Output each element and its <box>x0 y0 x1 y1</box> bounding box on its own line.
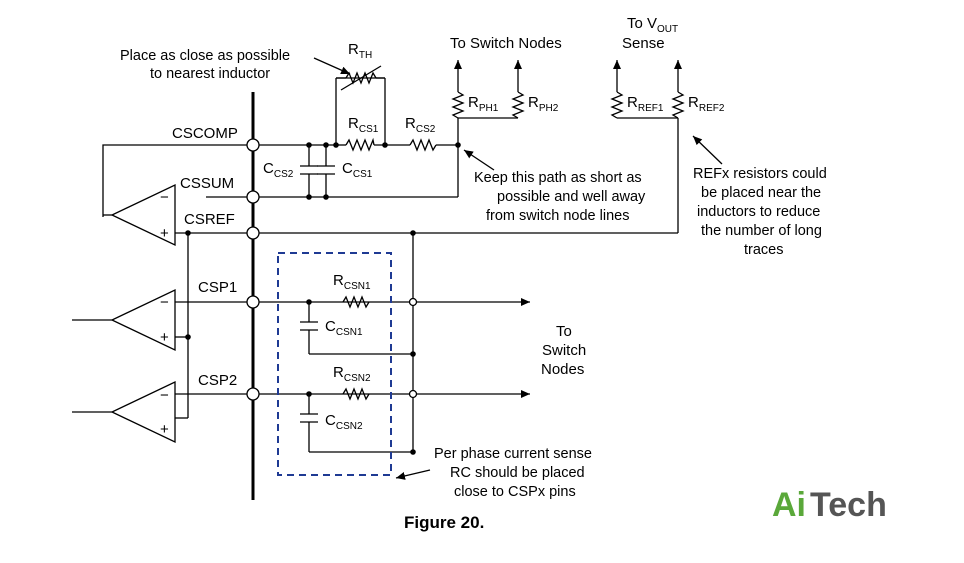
csp2-amplifier: − + <box>72 380 188 444</box>
svg-text:possible and well away: possible and well away <box>497 189 646 205</box>
rph-branches <box>451 60 525 145</box>
label-vout-line2: Sense <box>622 35 665 52</box>
pin-label-cssum: CSSUM <box>180 175 234 192</box>
label-ccs1: CCS1 <box>342 160 373 180</box>
rcsn1-resistor <box>342 295 370 309</box>
ccs2-capacitor <box>300 145 318 197</box>
note-place-close: Place as close as possible to nearest in… <box>120 48 351 82</box>
label-ccsn1: CCSN1 <box>325 318 363 338</box>
note-refx: REFx resistors could be placed near the … <box>692 135 827 258</box>
rcs1-resistor <box>345 137 375 152</box>
svg-text:Keep this path as short as: Keep this path as short as <box>474 170 642 186</box>
note-per-phase: Per phase current sense RC should be pla… <box>395 446 592 500</box>
crossovers <box>408 297 418 399</box>
label-to-switch-right-1: To <box>556 323 572 340</box>
cssum-amplifier: − + <box>103 183 176 247</box>
rth-thermistor <box>336 65 385 91</box>
label-rcs1: RCS1 <box>348 115 379 135</box>
svg-text:Place as close as possible: Place as close as possible <box>120 48 290 64</box>
pin-label-cscomp: CSCOMP <box>172 125 238 142</box>
pin-label-csp1: CSP1 <box>198 279 237 296</box>
label-rref2: RREF2 <box>688 94 725 114</box>
rcsn2-resistor <box>342 387 370 401</box>
pin-circles <box>246 138 260 401</box>
cscomp-net <box>102 77 459 217</box>
amp1-minus-sign: − <box>160 189 169 206</box>
label-vout-line1: To VOUT <box>627 15 678 35</box>
label-ccsn2: CCSN2 <box>325 412 363 432</box>
label-rph1: RPH1 <box>468 94 499 114</box>
label-ccs2: CCS2 <box>263 160 294 180</box>
aitech-logo: Ai Tech <box>772 486 887 524</box>
svg-text:from switch node lines: from switch node lines <box>486 208 629 224</box>
svg-text:close to CSPx pins: close to CSPx pins <box>454 484 576 500</box>
svg-text:RC should be placed: RC should be placed <box>450 465 585 481</box>
rref-branches <box>610 60 685 233</box>
ccs1-capacitor <box>317 145 335 197</box>
svg-text:the number of long: the number of long <box>701 223 822 239</box>
label-to-switch-right-2: Switch <box>542 342 586 359</box>
amp2-plus-sign: + <box>160 329 169 346</box>
note-keep-path: Keep this path as short as possible and … <box>463 149 646 224</box>
csp1-amplifier: − + <box>72 288 188 352</box>
amp3-plus-sign: + <box>160 421 169 438</box>
logo-part-tech: Tech <box>810 486 887 524</box>
pin-label-csp2: CSP2 <box>198 372 237 389</box>
amp1-plus-sign: + <box>160 225 169 242</box>
svg-text:Per phase current sense: Per phase current sense <box>434 446 592 462</box>
svg-text:to nearest inductor: to nearest inductor <box>150 66 270 82</box>
svg-text:REFx resistors could: REFx resistors could <box>693 166 827 182</box>
svg-text:inductors to reduce: inductors to reduce <box>697 204 820 220</box>
label-rcs2: RCS2 <box>405 115 436 135</box>
pin-label-csref: CSREF <box>184 211 235 228</box>
label-rcsn2: RCSN2 <box>333 364 371 384</box>
svg-text:traces: traces <box>744 242 784 258</box>
amp3-minus-sign: − <box>160 387 169 404</box>
phase-rc-dashed-box <box>277 252 392 476</box>
amp2-minus-sign: − <box>160 294 169 311</box>
label-rph2: RPH2 <box>528 94 559 114</box>
svg-text:be placed near the: be placed near the <box>701 185 821 201</box>
label-rth: RTH <box>348 41 372 61</box>
label-rref1: RREF1 <box>627 94 664 114</box>
figure-caption: Figure 20. <box>404 513 484 532</box>
label-to-switch-right-3: Nodes <box>541 361 584 378</box>
label-rcsn1: RCSN1 <box>333 272 371 292</box>
label-to-switch-nodes-top: To Switch Nodes <box>450 35 562 52</box>
logo-part-ai: Ai <box>772 486 806 524</box>
junction-dots <box>185 142 461 455</box>
rcs2-resistor <box>409 138 437 152</box>
